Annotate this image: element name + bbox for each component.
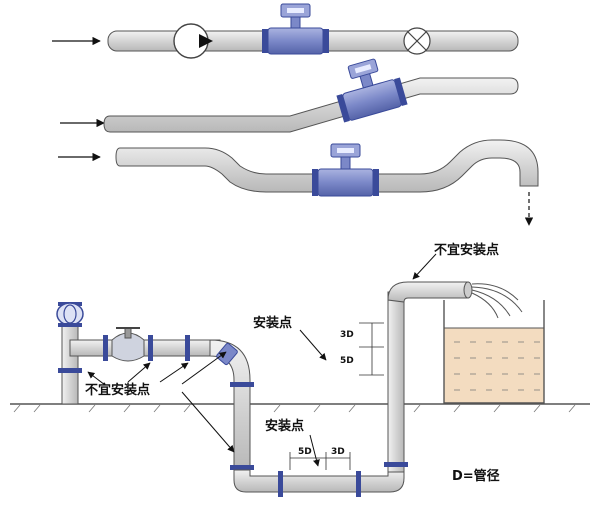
flange-b <box>148 335 153 361</box>
vertical-dim-bracket <box>359 322 384 376</box>
row3-group <box>58 139 539 226</box>
left-pump-icon <box>56 302 84 327</box>
dim-5d-horizontal: 5D <box>298 447 312 457</box>
dim-3d-vertical: 3D <box>340 330 354 340</box>
row1-flowmeter-icon <box>262 3 329 55</box>
row2-group <box>60 58 519 133</box>
elbow-flange <box>216 342 238 366</box>
bottom-horizontal-pipe <box>233 469 405 493</box>
row2-flowmeter-icon <box>336 58 408 123</box>
pump-triangle-icon <box>199 34 213 48</box>
gate-valve-icon <box>111 327 145 362</box>
ground-hatch <box>13 404 576 413</box>
right-riser-flange-1 <box>384 462 408 467</box>
right-riser-pipe <box>387 291 405 473</box>
bottom-flange-1 <box>278 471 283 497</box>
outlet-end <box>463 281 473 299</box>
left-riser-pipe <box>61 319 79 405</box>
row1-group <box>52 3 519 59</box>
flange-a <box>103 335 108 361</box>
label-install-point-bottom: 安装点 <box>265 419 305 434</box>
row3-pipe <box>115 139 539 193</box>
flange-c <box>185 335 190 361</box>
label-install-point-top: 安装点 <box>253 316 293 331</box>
valve-x-icon <box>403 27 431 55</box>
bottom-system <box>10 253 590 497</box>
down-pipe-flange-2 <box>230 465 254 470</box>
bottom-flange-2 <box>356 471 361 497</box>
row3-flowmeter-icon <box>312 143 379 197</box>
label-not-suitable-left: 不宜安装点 <box>85 383 151 398</box>
upper-horizontal-pipe <box>69 339 221 357</box>
water-spray <box>471 283 523 319</box>
left-riser-flange <box>58 368 82 373</box>
row2-pipe <box>103 77 519 133</box>
down-pipe-flange-1 <box>230 382 254 387</box>
top-elbow-pipe <box>387 281 469 303</box>
label-not-suitable-top-right: 不宜安装点 <box>434 243 500 258</box>
label-legend-d: D=管径 <box>452 469 500 484</box>
annotation-arrows <box>87 253 437 467</box>
dim-3d-horizontal: 3D <box>331 447 345 457</box>
dim-5d-vertical: 5D <box>340 356 354 366</box>
tank-icon <box>443 300 545 404</box>
horizontal-dim-bracket <box>289 452 351 470</box>
